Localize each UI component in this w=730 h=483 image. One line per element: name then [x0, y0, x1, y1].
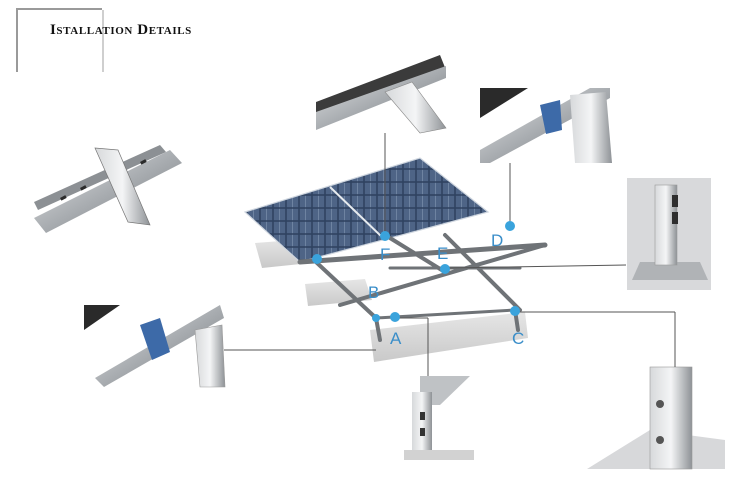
inset-top-bracket	[316, 53, 447, 134]
label-f: F	[380, 245, 390, 264]
inset-post-c	[587, 366, 725, 470]
inset-clamp-d	[480, 88, 618, 163]
inset-post-base	[627, 178, 711, 290]
leader-lines	[224, 133, 676, 376]
label-c: C	[512, 329, 524, 348]
inset-rail-splice	[34, 145, 182, 233]
label-b: B	[368, 283, 379, 302]
label-d: D	[491, 231, 503, 250]
inset-clamp-a	[84, 305, 226, 388]
mounting-frame	[297, 233, 548, 342]
callout-dots	[312, 221, 520, 322]
solar-panels	[243, 157, 490, 263]
page-title: Istallation Details	[50, 22, 192, 38]
label-e: E	[437, 244, 448, 263]
inset-brace-joint	[404, 376, 474, 460]
title-frame	[16, 8, 104, 72]
label-a: A	[390, 329, 402, 348]
